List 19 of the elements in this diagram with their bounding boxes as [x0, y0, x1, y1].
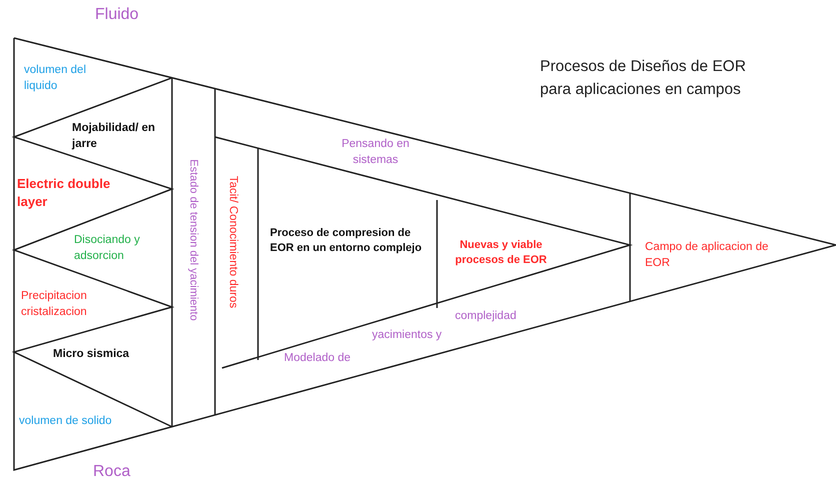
section-label: Mojabilidad/ en jarre [72, 121, 156, 152]
section-label: Micro sismica [53, 347, 130, 362]
section-label: Disociando y adsorcion [74, 233, 141, 264]
section-label: volumen de solido [19, 414, 112, 429]
section-label: Campo de aplicacion de EOR [645, 240, 770, 271]
section-label: complejidad [455, 309, 516, 324]
section-label: volumen del liquido [24, 63, 88, 94]
vertical-label: Tacit/ Conocimiento duros [226, 176, 240, 308]
section-label: Pensando en sistemas [340, 137, 410, 168]
diagram-title: Procesos de Diseños de EOR para aplicaciones en campos [540, 57, 747, 100]
section-label: Electric double layer [17, 175, 112, 210]
section-label: Modelado de [284, 351, 350, 366]
section-label: yacimientos y [372, 328, 442, 343]
section-label: Nuevas y viable procesos de EOR [454, 238, 548, 268]
axis-label: Roca [93, 462, 130, 480]
axis-label: Fluido [95, 5, 139, 25]
section-label: Proceso de compresion de EOR en un entorno complejo [270, 226, 423, 256]
section-label: Precipitacion cristalizacion [21, 289, 88, 320]
vertical-label: Estado de tension del yacimiento [186, 159, 200, 321]
